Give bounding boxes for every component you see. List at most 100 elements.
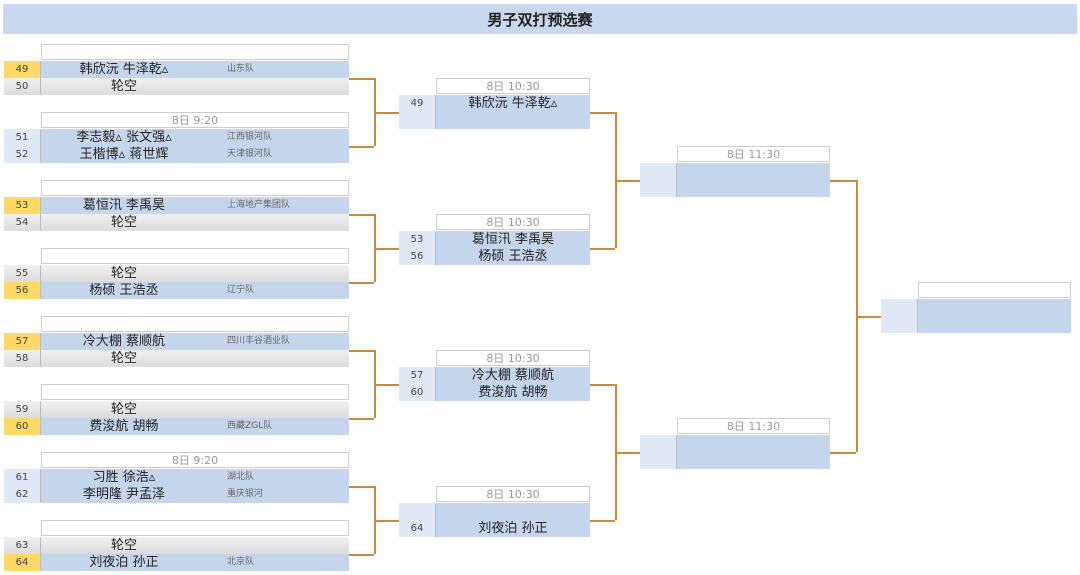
player-cell: 轮空 — [41, 401, 349, 418]
match-time — [918, 282, 1071, 298]
bracket-connector — [349, 282, 374, 284]
seed-number — [640, 180, 677, 197]
player-cell — [677, 452, 830, 469]
bracket-connector — [615, 180, 640, 182]
player-names: 轮空 — [110, 79, 137, 94]
match-time: 8日 9:20 — [41, 452, 349, 468]
page-title: 男子双打预选赛 — [3, 4, 1077, 34]
player-row[interactable] — [399, 112, 590, 129]
player-row[interactable] — [881, 299, 1071, 316]
player-names: 韩欣沅 牛泽乾▵ — [79, 62, 169, 77]
player-cell: 轮空 — [41, 78, 349, 95]
seed-number: 51 — [4, 129, 41, 146]
seed-number — [640, 452, 677, 469]
bracket-connector — [590, 248, 615, 250]
player-cell: 葛恒汛 李禹昊 — [436, 231, 590, 248]
player-names: 轮空 — [110, 402, 137, 417]
seed-number — [881, 299, 918, 316]
player-names: 杨硕 王浩丞 — [478, 249, 548, 264]
player-names: 李明隆 尹孟泽 — [82, 487, 166, 502]
player-cell: 葛恒汛 李禹昊上海地产集团队 — [41, 197, 349, 214]
match-time — [41, 248, 349, 264]
seed-number: 54 — [4, 214, 41, 231]
bracket-connector — [349, 78, 374, 80]
seed-number: 64 — [399, 520, 436, 537]
seed-number — [881, 316, 918, 333]
team-name: 北京队 — [227, 557, 255, 567]
seed-number: 56 — [4, 282, 41, 299]
player-row[interactable] — [640, 180, 830, 197]
seed-number — [640, 163, 677, 180]
player-names: 费浚航 胡畅 — [89, 419, 159, 434]
player-cell: 刘夜泊 孙正北京队 — [41, 554, 349, 571]
player-cell — [677, 435, 830, 452]
player-names: 轮空 — [110, 215, 137, 230]
seed-number: 55 — [4, 265, 41, 282]
team-name: 湖北队 — [227, 472, 255, 482]
seed-number: 53 — [399, 231, 436, 248]
player-row[interactable] — [399, 503, 590, 520]
player-row[interactable] — [640, 435, 830, 452]
bracket-connector — [856, 316, 881, 318]
bracket-connector — [349, 418, 374, 420]
player-row[interactable]: 54 轮空 — [4, 214, 349, 231]
seed-number: 61 — [4, 469, 41, 486]
seed-number: 56 — [399, 248, 436, 265]
seed-number: 57 — [4, 333, 41, 350]
match-time — [41, 180, 349, 196]
player-cell: 韩欣沅 牛泽乾▵ — [436, 95, 590, 112]
player-cell: 刘夜泊 孙正 — [436, 520, 590, 537]
player-cell — [918, 299, 1071, 316]
player-row[interactable] — [640, 163, 830, 180]
bracket-connector — [374, 520, 399, 522]
player-names: 轮空 — [110, 351, 137, 366]
player-names: 葛恒汛 李禹昊 — [82, 198, 166, 213]
seed-number: 53 — [4, 197, 41, 214]
player-cell: 杨硕 王浩丞 — [436, 248, 590, 265]
player-names: 冷大棚 蔡顺航 — [82, 334, 166, 349]
seed-number — [640, 435, 677, 452]
player-cell: 费浚航 胡畅 — [436, 384, 590, 401]
player-row[interactable]: 56 杨硕 王浩丞 — [399, 248, 590, 265]
seed-number: 64 — [4, 554, 41, 571]
player-cell: 李明隆 尹孟泽重庆银河 — [41, 486, 349, 503]
bracket-connector — [349, 350, 374, 352]
player-names: 王楷博▵ 蒋世辉 — [79, 147, 169, 162]
player-cell — [436, 503, 590, 520]
player-cell: 费浚航 胡畅西藏ZGL队 — [41, 418, 349, 435]
match-time: 8日 10:30 — [436, 78, 590, 94]
match-time: 8日 11:30 — [677, 418, 830, 434]
player-names: 费浚航 胡畅 — [478, 385, 548, 400]
match-time: 8日 9:20 — [41, 112, 349, 128]
team-name: 山东队 — [227, 64, 255, 74]
player-row[interactable]: 61 习胜 徐浩▵ 湖北队 — [4, 469, 349, 486]
player-cell: 轮空 — [41, 350, 349, 367]
player-cell: 习胜 徐浩▵ 湖北队 — [41, 469, 349, 486]
player-row[interactable] — [881, 316, 1071, 333]
player-names: 习胜 徐浩▵ — [92, 470, 156, 485]
seed-number: 49 — [399, 95, 436, 112]
player-names: 李志毅▵ 张文强▵ — [76, 130, 172, 145]
player-cell: 李志毅▵ 张文强▵江西银河队 — [41, 129, 349, 146]
seed-number: 63 — [4, 537, 41, 554]
player-row[interactable] — [640, 452, 830, 469]
